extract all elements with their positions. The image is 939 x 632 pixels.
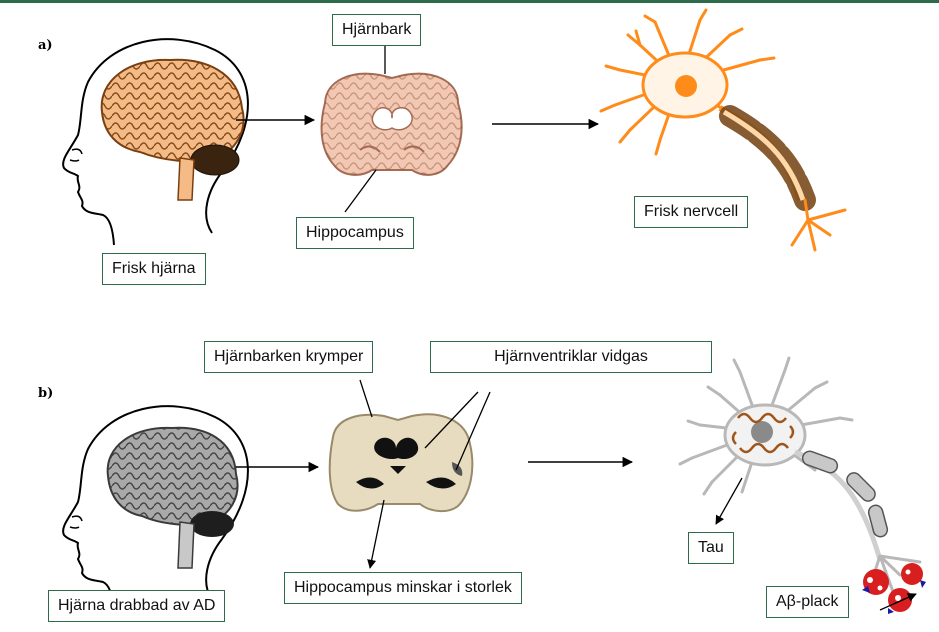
panel-b-label: b) [38,386,53,401]
label-tau: Tau [688,532,734,564]
label-hippocampus-shrinks: Hippocampus minskar i storlek [284,572,522,604]
label-healthy-neuron: Frisk nervcell [634,196,748,228]
myelin-sheath-a [730,116,805,200]
label-cortex: Hjärnbark [332,14,421,46]
myelin-segments-b [801,449,889,538]
label-abeta-plaque: Aβ-plack [766,586,849,618]
face-details-b [70,516,82,528]
ad-brain-illustration [108,428,238,568]
label-cortex-shrinks: Hjärnbarken krymper [204,341,373,373]
healthy-coronal-section [322,74,462,175]
neuron-nucleus-a [675,75,697,97]
face-details-a [70,149,82,161]
panel-a-label: a) [38,38,53,53]
label-hippocampus: Hippocampus [296,217,414,249]
ad-coronal-section [330,414,473,511]
label-healthy-brain: Frisk hjärna [102,253,206,285]
label-ad-brain: Hjärna drabbad av AD [48,590,225,622]
label-ventricles-enlarge: Hjärnventriklar vidgas [430,341,712,373]
healthy-brain-illustration [102,60,244,200]
neuron-nucleus-b [751,421,773,443]
